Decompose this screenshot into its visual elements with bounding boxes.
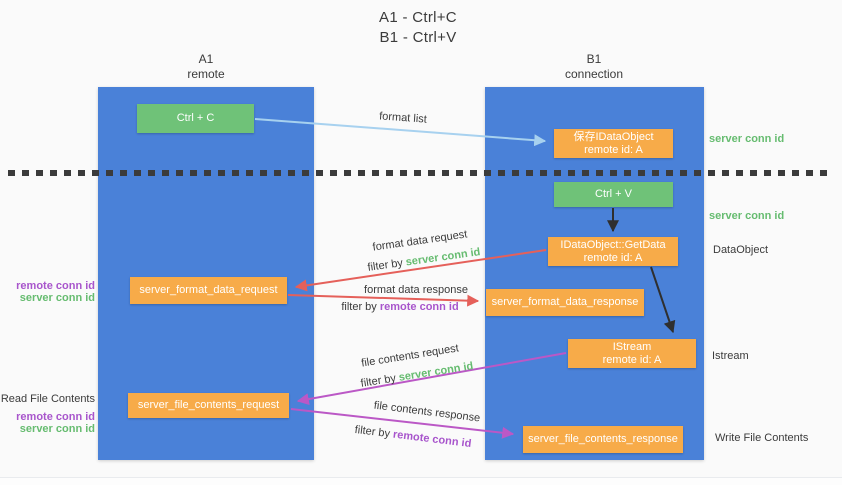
filter-key-server-conn-id-3: server conn id — [397, 360, 475, 384]
node-server-format-data-response: server_format_data_response — [486, 289, 644, 316]
label-istream: Istream — [712, 350, 749, 362]
node-getdata-line2: remote id: A — [583, 251, 643, 264]
node-ctrl-c: Ctrl + C — [137, 104, 254, 133]
label-filter-file-response: filter by remote conn id — [354, 424, 472, 450]
label-format-data-response: format data response — [364, 284, 468, 296]
node-save-idataobject-line1: 保存IDataObject — [573, 130, 654, 143]
dashed-divider — [8, 170, 828, 176]
filter-key-remote-conn-id-4: remote conn id — [392, 428, 472, 451]
node-ctrl-c-label: Ctrl + C — [176, 112, 215, 124]
lane-b1-header: B1 connection — [565, 52, 623, 82]
label-write-file-contents: Write File Contents — [715, 432, 809, 444]
node-format-response-label: server_format_data_response — [491, 296, 639, 308]
lane-b1-subtitle: connection — [564, 67, 624, 81]
node-idataobject-getdata: IDataObject::GetData remote id: A — [548, 237, 678, 266]
node-istream-line1: IStream — [612, 340, 652, 353]
label-file-contents-response: file contents response — [373, 399, 481, 425]
node-format-request-label: server_format_data_request — [139, 284, 278, 296]
label-remote-conn-id-top-left: remote conn id — [16, 280, 95, 292]
filter-key-remote-conn-id-2: remote conn id — [379, 301, 459, 313]
node-file-request-label: server_file_contents_request — [137, 399, 280, 411]
node-file-response-label: server_file_contents_response — [528, 433, 678, 445]
label-server-conn-id-top-right: server conn id — [709, 133, 785, 145]
filter-by-text-3: filter by — [359, 371, 400, 390]
node-server-file-contents-request: server_file_contents_request — [128, 393, 289, 418]
label-server-conn-id-bottom-left: server conn id — [19, 423, 95, 435]
lane-a1-header: A1 remote — [187, 52, 224, 82]
node-server-format-data-request: server_format_data_request — [130, 277, 287, 304]
diagram-title-line-2: B1 - Ctrl+V — [379, 29, 457, 46]
lane-a1-name: A1 — [198, 52, 214, 66]
node-istream-line2: remote id: A — [602, 353, 662, 366]
node-ctrl-v-label: Ctrl + V — [595, 188, 632, 200]
bottom-strip — [0, 478, 842, 485]
node-server-file-contents-response: server_file_contents_response — [523, 426, 683, 453]
label-format-list: format list — [378, 110, 428, 126]
node-ctrl-v: Ctrl + V — [554, 182, 673, 207]
label-read-file-contents: Read File Contents — [0, 393, 95, 405]
bottom-edge-line — [0, 477, 842, 478]
node-save-idataobject-line2: remote id: A — [584, 143, 643, 156]
filter-by-text-1: filter by — [366, 256, 407, 274]
diagram-title: A1 - Ctrl+C B1 - Ctrl+V — [379, 8, 457, 48]
label-server-conn-id-top-left: server conn id — [19, 292, 95, 304]
filter-by-text-4: filter by — [354, 423, 394, 441]
node-save-idataobject: 保存IDataObject remote id: A — [554, 129, 673, 158]
filter-by-text-2: filter by — [341, 301, 380, 313]
filter-key-server-conn-id-1: server conn id — [404, 246, 482, 269]
label-server-conn-id-mid-right: server conn id — [709, 210, 785, 222]
diagram-title-line-1: A1 - Ctrl+C — [379, 9, 457, 26]
label-filter-format-response: filter by remote conn id — [341, 301, 458, 313]
lane-b1-name: B1 — [586, 52, 602, 66]
label-remote-conn-id-bottom-left: remote conn id — [16, 411, 95, 423]
lane-a1-subtitle: remote — [187, 67, 225, 81]
node-getdata-line1: IDataObject::GetData — [560, 238, 666, 251]
node-istream: IStream remote id: A — [568, 339, 696, 368]
label-dataobject: DataObject — [713, 244, 769, 256]
